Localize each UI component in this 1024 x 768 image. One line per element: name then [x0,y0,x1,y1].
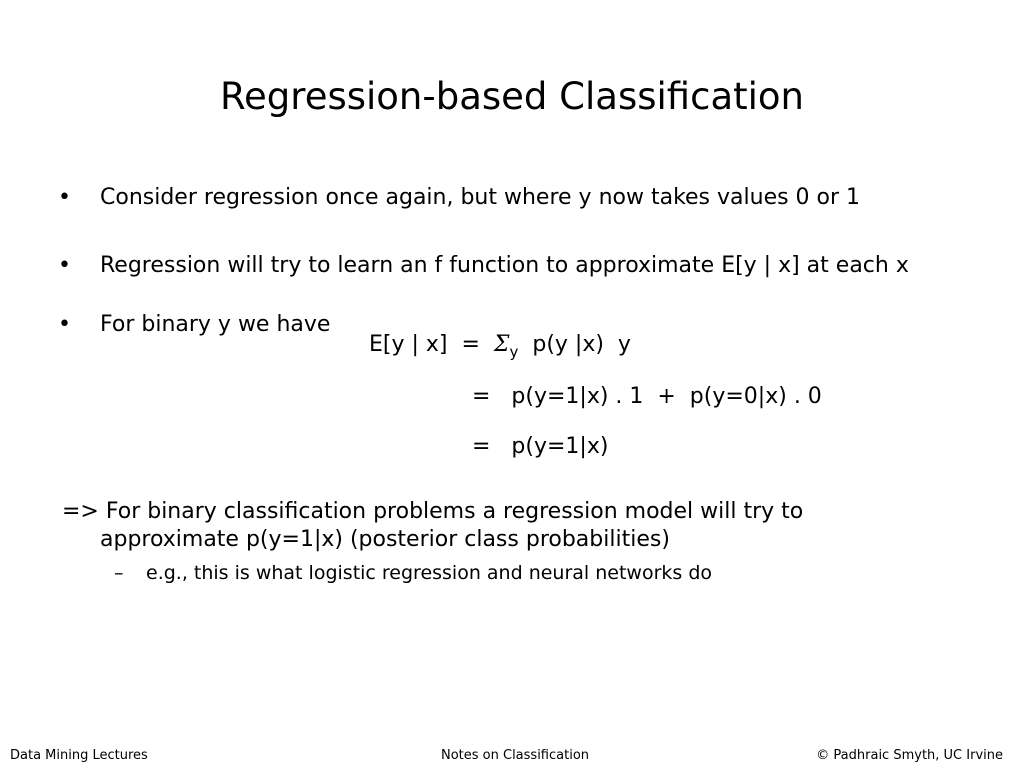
slide-title: Regression-based Classification [220,75,804,118]
equation-line-1: E[y | x] = Σy p(y |x) y [369,330,631,361]
sub-bullet-text: e.g., this is what logistic regression a… [146,562,713,584]
sub-bullet-item: –e.g., this is what logistic regression … [114,560,712,586]
bullet-item: • For binary y we have [58,310,330,340]
conclusion-line-2: approximate p(y=1|x) (posterior class pr… [100,527,670,552]
equation-line-2: = p(y=1|x) . 1 + p(y=0|x) . 0 [472,384,822,409]
footer-right: © Padhraic Smyth, UC Irvine [816,748,1003,763]
bullet-text: Regression will try to learn an f functi… [100,253,909,278]
conclusion-line-1: => For binary classification problems a … [62,499,804,524]
dash-icon: – [114,562,124,584]
equation-rhs: p(y |x) y [518,332,631,357]
sigma-subscript: y [509,343,519,361]
bullet-icon: • [58,185,71,210]
bullet-text: Consider regression once again, but wher… [100,185,861,210]
equation-line-3: = p(y=1|x) [472,434,609,459]
bullet-text: For binary y we have [100,312,331,337]
bullet-icon: • [58,312,71,337]
footer-center: Notes on Classification [440,748,590,763]
bullet-item: • Regression will try to learn an f funct… [58,251,909,281]
equation-lhs: E[y | x] = [369,332,494,357]
sigma-symbol: Σ [493,332,510,357]
bullet-item: • Consider regression once again, but whe… [58,183,860,213]
conclusion-text: => For binary classification problems a … [62,498,803,554]
bullet-icon: • [58,253,71,278]
footer-left: Data Mining Lectures [10,748,148,763]
